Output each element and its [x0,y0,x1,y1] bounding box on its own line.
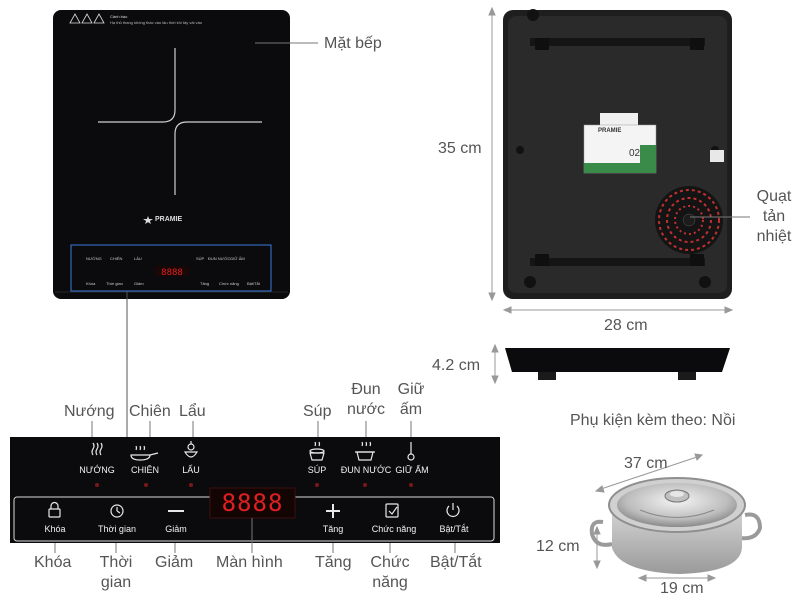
accessory-label: Phụ kiện kèm theo: Nồi [570,412,736,429]
timer-icon [110,504,124,518]
warning-text: Hạ thủ thang không thác vào lâu thời khi… [110,20,203,25]
callout-power: Bật/Tắt [430,554,482,571]
dimension-height [488,6,496,302]
grill-icon [91,442,103,456]
frying-pan-icon [130,445,159,461]
stove-top-view: 8888 [53,10,290,299]
stove-mode-grill: NƯỚNG [86,256,102,261]
callout-grill: Nướng [64,403,115,420]
stove-mode-fry: CHIÊN [110,256,123,261]
callout-timer: Thời gian [96,553,136,593]
panel-key-timer: Thời gian [98,524,136,534]
pot-image [589,477,763,574]
panel-mode-boil: ĐUN NƯỚC [340,465,392,475]
callout-fan-line1: Quạt [756,188,792,205]
panel-key-lock: Khóa [44,524,66,534]
mini-display: 8888 [155,266,189,278]
callout-lock: Khóa [34,554,72,571]
dimension-thickness-label: 4.2 cm [432,357,481,374]
hotpot-icon [183,441,199,458]
stove-back-view [503,9,732,299]
control-panel-enlarged [10,437,500,543]
plus-icon [326,504,340,518]
dimension-width [502,306,734,314]
callout-timer-line1: Thời [99,554,133,571]
stove-brand: PRAMIE [155,216,183,223]
cooling-fan [655,186,723,254]
warning-icons [69,13,105,24]
stove-key-power: Bật/Tắt [247,281,260,286]
callout-boil-line2: nước [346,401,386,418]
warning-title: Cảnh báo [110,14,128,19]
stove-top-mode-row: NƯỚNG CHIÊN LẨU SÚP ĐUN NƯỚC GIỮ ẤM [72,256,270,264]
dimension-pot-diameter-label: 37 cm [624,455,668,472]
callout-boil: Đun nước [344,380,388,420]
stove-mode-warm: GIỮ ẤM [230,256,245,261]
callout-fan: Quạt tản nhiệt [752,187,796,247]
power-icon [446,503,460,517]
panel-key-power: Bật/Tắt [439,524,469,534]
brand-logo [143,216,153,224]
panel-callouts-bottom-lines [54,518,456,553]
panel-key-function: Chức năng [371,524,417,534]
stove-key-function: Chức năng [219,281,239,286]
callout-screen: Màn hình [216,554,283,571]
dimension-pot-base [637,574,717,582]
dimension-width-label: 28 cm [604,317,648,334]
callout-hotpot: Lẩu [179,403,206,420]
dimension-pot-diameter [594,453,704,493]
callout-warm: Giữ ấm [392,380,430,420]
stove-mode-boil: ĐUN NƯỚC [208,256,231,261]
callout-boil-line1: Đun [351,381,381,398]
function-icon [385,503,399,518]
callout-timer-line2: gian [100,574,132,591]
dimension-thickness [491,343,499,385]
stove-key-decrease: Giảm [134,281,144,286]
svg-text:8888: 8888 [161,268,183,278]
kettle-icon [355,441,375,461]
panel-mode-soup: SÚP [307,465,327,475]
panel-display: 8888 [221,489,284,517]
panel-mode-grill: NƯỚNG [79,465,115,475]
cooking-zone-cross [98,48,262,195]
callout-soup: Súp [303,403,332,420]
panel-key-increase: Tăng [322,524,344,534]
stove-mode-hotpot: LẨU [134,256,142,261]
dimension-pot-height-label: 12 cm [536,538,580,555]
dimension-pot-height [593,525,601,570]
stove-mode-soup: SÚP [196,256,205,261]
stove-key-lock: Khóa [86,281,96,286]
callout-fry: Chiên [129,403,171,420]
callout-function: Chức năng [368,553,412,593]
callout-function-line2: năng [372,574,408,591]
stove-key-row: Khóa Thời gian Giảm Tăng Chức năng Bật/T… [72,281,270,289]
panel-callouts-top-lines [91,421,412,437]
callout-warm-line2: ấm [399,401,423,418]
soup-icon [309,441,325,461]
dimension-pot-base-label: 19 cm [660,580,704,597]
lock-icon [48,501,61,518]
stove-key-timer: Thời gian [106,281,123,286]
callout-increase: Tăng [315,554,352,571]
stove-side-view [505,348,730,380]
panel-mode-hotpot: LẨU [182,465,200,475]
callout-fan-line2: tản [762,208,786,225]
panel-mode-warm: GIỮ ẤM [395,465,429,475]
callout-function-line1: Chức [370,554,410,571]
panel-mode-fry: CHIÊN [130,465,159,475]
callout-fan-line3: nhiệt [756,228,792,245]
stove-key-increase: Tăng [200,281,210,286]
rating-label-value: 02 [629,148,641,159]
callout-warm-line1: Giữ [397,381,425,398]
callout-surface: Mặt bếp [324,35,382,52]
dimension-height-label: 35 cm [438,140,482,157]
rating-label-title: PRAMIE [598,128,622,134]
panel-key-decrease: Giảm [165,524,187,534]
thermometer-icon [407,442,415,461]
callout-decrease: Giảm [155,554,194,571]
